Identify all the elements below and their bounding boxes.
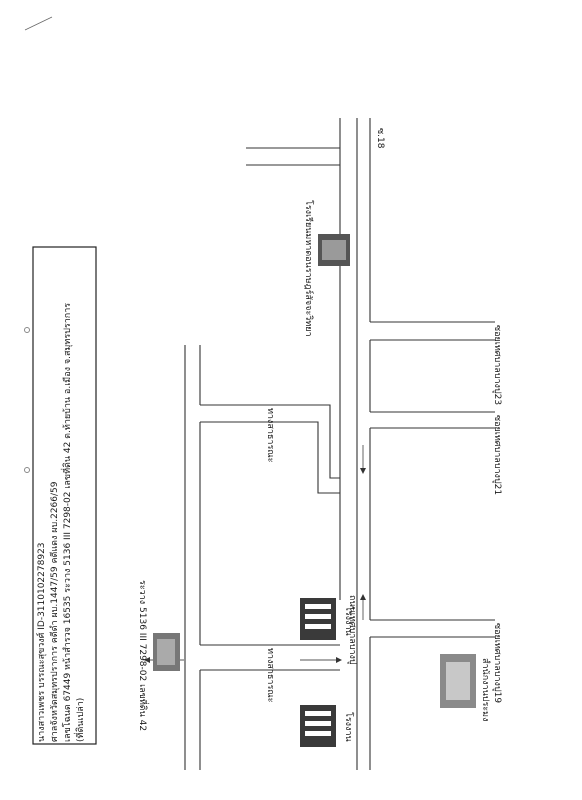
soi-23-label: ซอยเทศบาลบางปู23 <box>492 325 502 405</box>
office-photo-detail <box>446 662 470 700</box>
header-line-1: นางสาวเพชร บรรณะสุขวงศ์ ID-3110102278923 <box>35 542 47 742</box>
top-cross-road <box>246 147 340 166</box>
direction-arrow-head <box>336 657 342 663</box>
lane-bottom <box>200 644 340 671</box>
header-line-2: ศาลจังหวัดสมุทรปราการ คดีดำ ผบ.1447/59 ค… <box>49 481 60 742</box>
direction-arrow-head <box>360 468 366 474</box>
school-label: โรงเรียนมหาดอนราษฎร์สัจจะวิทยา <box>303 200 315 337</box>
soi-18-label: ซ.18 <box>375 128 385 149</box>
direction-arrow-head <box>360 594 366 600</box>
main-road-label: ถนนเทศบาลบางปู <box>347 595 357 665</box>
soi-19-road <box>370 619 495 638</box>
factory-icon <box>300 705 336 747</box>
punch-hole <box>24 327 30 333</box>
office-label: สำนักงานประมง <box>480 658 491 721</box>
lane-bottom-label: ทางสาธารณะ <box>265 648 275 703</box>
soi-21-label: ซอยเทศบาลบางปู21 <box>492 415 502 495</box>
soi-23-road <box>370 321 495 341</box>
factory-icon <box>300 598 336 640</box>
punch-hole <box>24 467 30 473</box>
parcel-caption: ระวาง 5136 III 7298-02 เลขที่ดิน 42 <box>137 580 150 731</box>
info-box <box>32 246 97 745</box>
header-line-3: เลขโฉนด 67449 หน้าสำรวจ 16535 ระวาง 5136… <box>60 303 73 742</box>
left-boundary-road <box>184 345 201 770</box>
factory-label-1: โรงงาน <box>343 606 354 636</box>
school-photo-building <box>322 240 346 260</box>
header-line-4: (ที่ดินเปล่า) <box>73 698 86 742</box>
scan-mark <box>24 16 53 31</box>
soi-21-road <box>370 411 495 429</box>
soi-19-label: ซอยเทศบาลบางปู19 <box>492 623 502 703</box>
lane-top <box>200 404 340 494</box>
factory-label-2: โรงงาน <box>343 712 354 742</box>
direction-arrow-head <box>144 657 150 663</box>
lane-top-label: ทางสาธารณะ <box>265 408 275 463</box>
parcel-photo-detail <box>157 639 175 665</box>
main-road <box>339 118 358 770</box>
